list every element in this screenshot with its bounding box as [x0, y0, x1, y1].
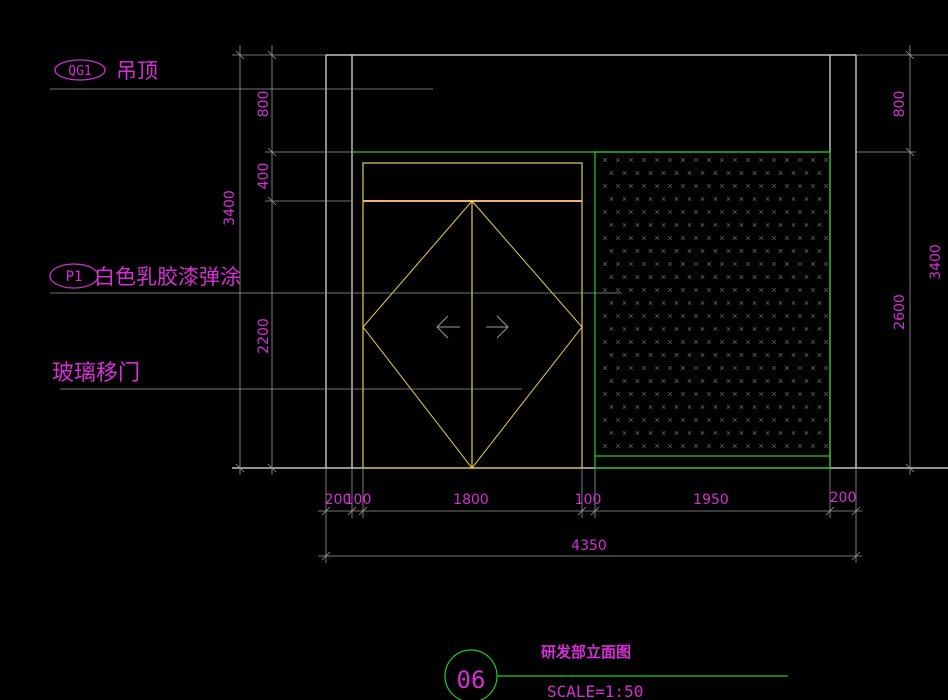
bottom-dimension-lines — [318, 468, 862, 563]
annotation-qg1: QG1 吊顶 — [50, 59, 433, 90]
drawing-scale: SCALE=1:50 — [547, 682, 643, 700]
p1-tag-ellipse — [49, 263, 99, 289]
right-dimension-lines — [856, 45, 948, 475]
dim-bottom-1950: 1950 — [693, 492, 729, 508]
textured-wall-panel — [594, 151, 831, 469]
drawing-title: 研发部立面图 — [541, 643, 631, 661]
title-block: 06 研发部立面图 SCALE=1:50 — [444, 643, 788, 700]
dim-bottom-200-right: 200 — [830, 490, 857, 506]
left-dimension-lines — [232, 45, 352, 475]
dim-left-400: 400 — [256, 163, 272, 190]
drawing-number: 06 — [457, 666, 486, 694]
qg1-tag: QG1 — [68, 64, 91, 79]
dim-bottom-1800: 1800 — [453, 492, 489, 508]
panel-hatch-pattern — [602, 157, 829, 449]
sliding-door-diamond — [362, 200, 583, 469]
dim-right-3400: 3400 — [928, 244, 944, 280]
p1-tag: P1 — [66, 269, 83, 285]
dim-bottom-total: 4350 — [571, 538, 607, 554]
annotation-glass-door: 玻璃移门 — [52, 361, 522, 390]
dim-right-800: 800 — [892, 91, 908, 118]
dim-bottom-200-left: 200 — [325, 492, 352, 508]
p1-label: 白色乳胶漆弹涂 — [94, 265, 241, 289]
sliding-arrows — [436, 315, 509, 339]
dim-left-2200: 2200 — [256, 318, 272, 354]
glass-door-label: 玻璃移门 — [52, 361, 140, 386]
qg1-tag-ellipse — [54, 59, 106, 81]
dim-bottom-100-left: 100 — [345, 492, 372, 508]
qg1-label: 吊顶 — [116, 59, 158, 83]
dim-right-2600: 2600 — [892, 294, 908, 330]
dim-bottom-100-mid: 100 — [575, 492, 602, 508]
annotation-p1: P1 白色乳胶漆弹涂 — [49, 263, 622, 294]
dim-left-800: 800 — [256, 91, 272, 118]
dim-left-3400: 3400 — [222, 190, 238, 226]
